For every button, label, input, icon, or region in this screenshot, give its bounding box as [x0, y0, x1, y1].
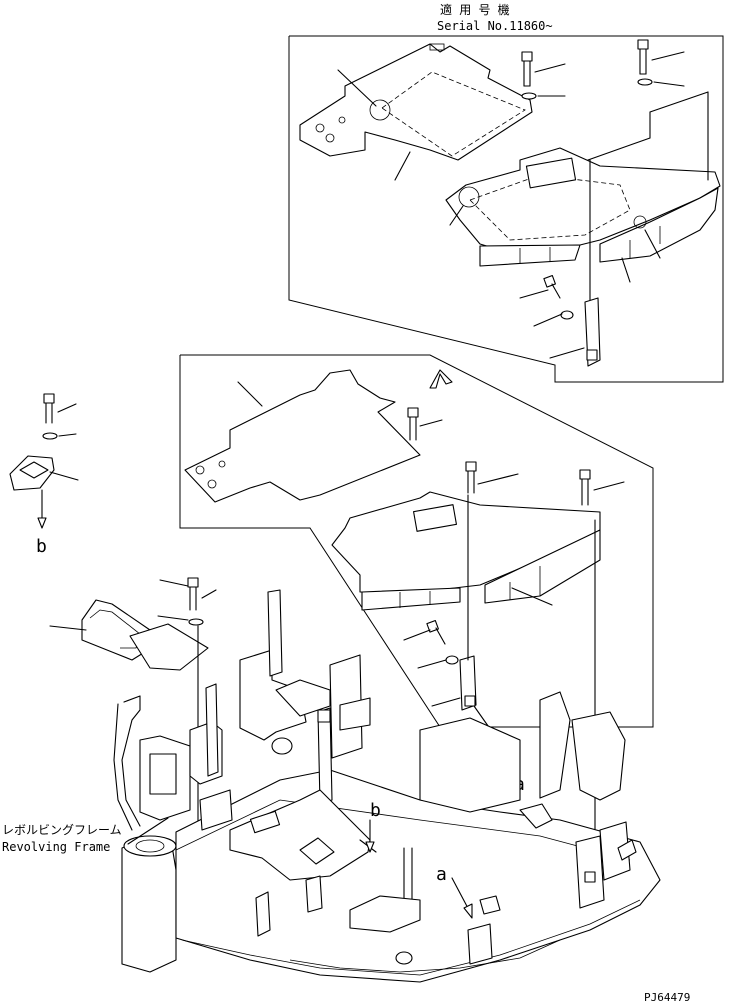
upper-counterweight-cover: [445, 91, 721, 283]
drawing-number: PJ64479: [644, 991, 690, 1004]
middle-bolt-1: [407, 407, 443, 441]
middle-bolt-3: [579, 469, 625, 506]
middle-floor-plate: [184, 369, 421, 503]
middle-bolt-2: [465, 461, 519, 494]
revolving-frame-label-en: Revolving Frame: [2, 840, 110, 854]
step-bolt: [157, 577, 217, 626]
serial-label-jp: 適 用 号 機: [440, 2, 510, 17]
revolving-frame: [113, 589, 661, 983]
serial-label-en: Serial No.11860~: [437, 19, 553, 33]
upper-floor-plate: [299, 43, 533, 181]
ref-b-lower: b: [370, 800, 381, 821]
upper-inset-frame: [288, 35, 724, 383]
ref-b-left: b: [36, 536, 47, 557]
ref-a-lower: a: [436, 864, 447, 885]
left-step-plate: [9, 455, 79, 529]
left-bolt: [42, 393, 77, 440]
upper-bracket: [519, 159, 601, 367]
upper-bolt-1: [521, 51, 566, 100]
upper-bolt-2: [637, 39, 685, 87]
middle-counterweight-cover: [331, 491, 601, 831]
revolving-frame-label-jp: レボルビングフレーム: [2, 823, 122, 837]
step-grating: [49, 599, 209, 831]
up-arrow-icon: [429, 369, 453, 389]
